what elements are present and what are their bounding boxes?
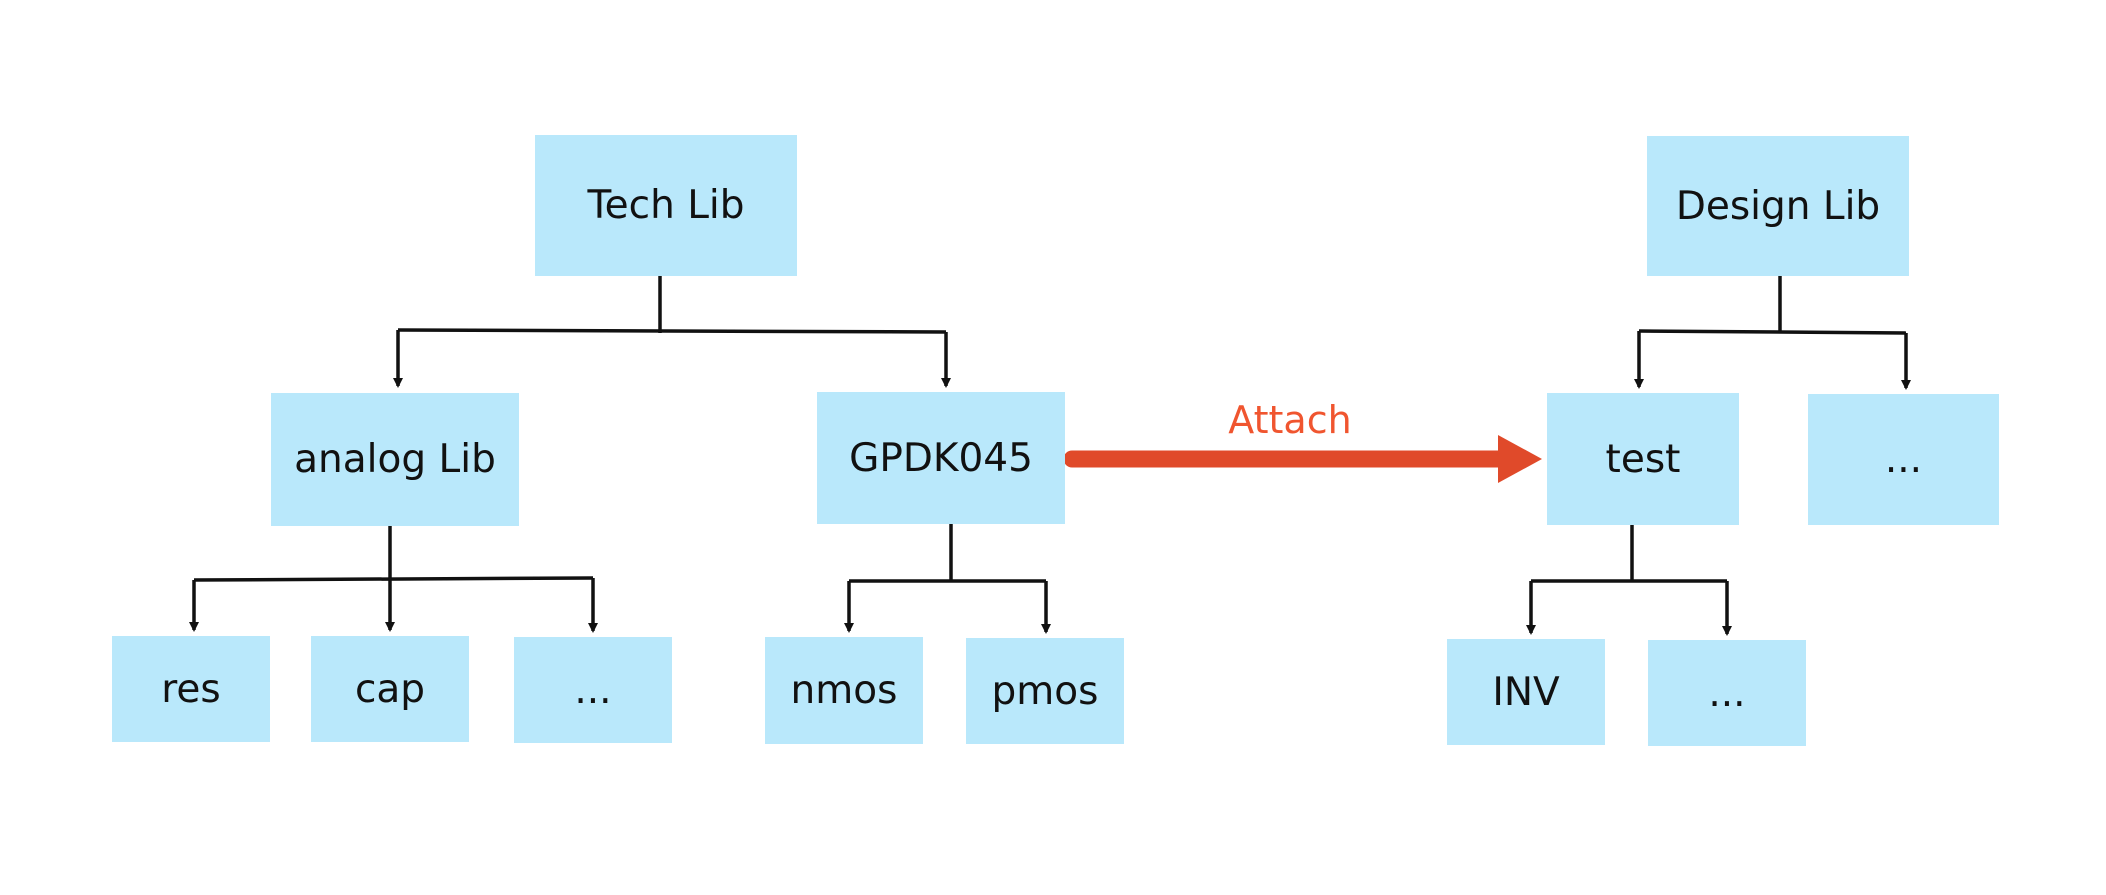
node-cap-label: cap — [354, 666, 426, 712]
attach-arrow-head — [1498, 435, 1542, 483]
connector-designlib-bar — [1638, 329, 1907, 335]
attach-label: Attach — [1228, 398, 1352, 442]
node-test-more: ... — [1648, 640, 1806, 746]
node-tech-lib: Tech Lib — [535, 135, 797, 276]
node-design-lib: Design Lib — [1647, 136, 1909, 276]
node-nmos: nmos — [765, 637, 923, 744]
node-analog-more-label: ... — [574, 667, 612, 713]
node-inv-label: INV — [1492, 669, 1560, 715]
node-design-lib-label: Design Lib — [1675, 183, 1881, 229]
node-analog-lib: analog Lib — [271, 393, 519, 526]
node-test-label: test — [1605, 436, 1681, 482]
node-analog-lib-label: analog Lib — [294, 437, 496, 482]
node-test-more-label: ... — [1708, 670, 1746, 716]
node-gpdk045: GPDK045 — [817, 392, 1065, 524]
node-res-label: res — [161, 666, 221, 712]
connector-analoglib-bar — [193, 576, 594, 582]
node-gpdk045-label: GPDK045 — [849, 435, 1033, 481]
node-inv: INV — [1447, 639, 1605, 745]
node-cap: cap — [311, 636, 469, 742]
node-design-more: ... — [1808, 394, 1999, 525]
node-analog-more: ... — [514, 637, 672, 743]
connector-techlib-bar — [397, 328, 947, 334]
node-res: res — [112, 636, 270, 742]
node-nmos-label: nmos — [790, 668, 898, 713]
node-test: test — [1547, 393, 1739, 525]
node-design-more-label: ... — [1884, 437, 1923, 482]
node-pmos: pmos — [966, 638, 1124, 744]
node-pmos-label: pmos — [991, 668, 1099, 714]
node-tech-lib-label: Tech Lib — [587, 183, 745, 228]
